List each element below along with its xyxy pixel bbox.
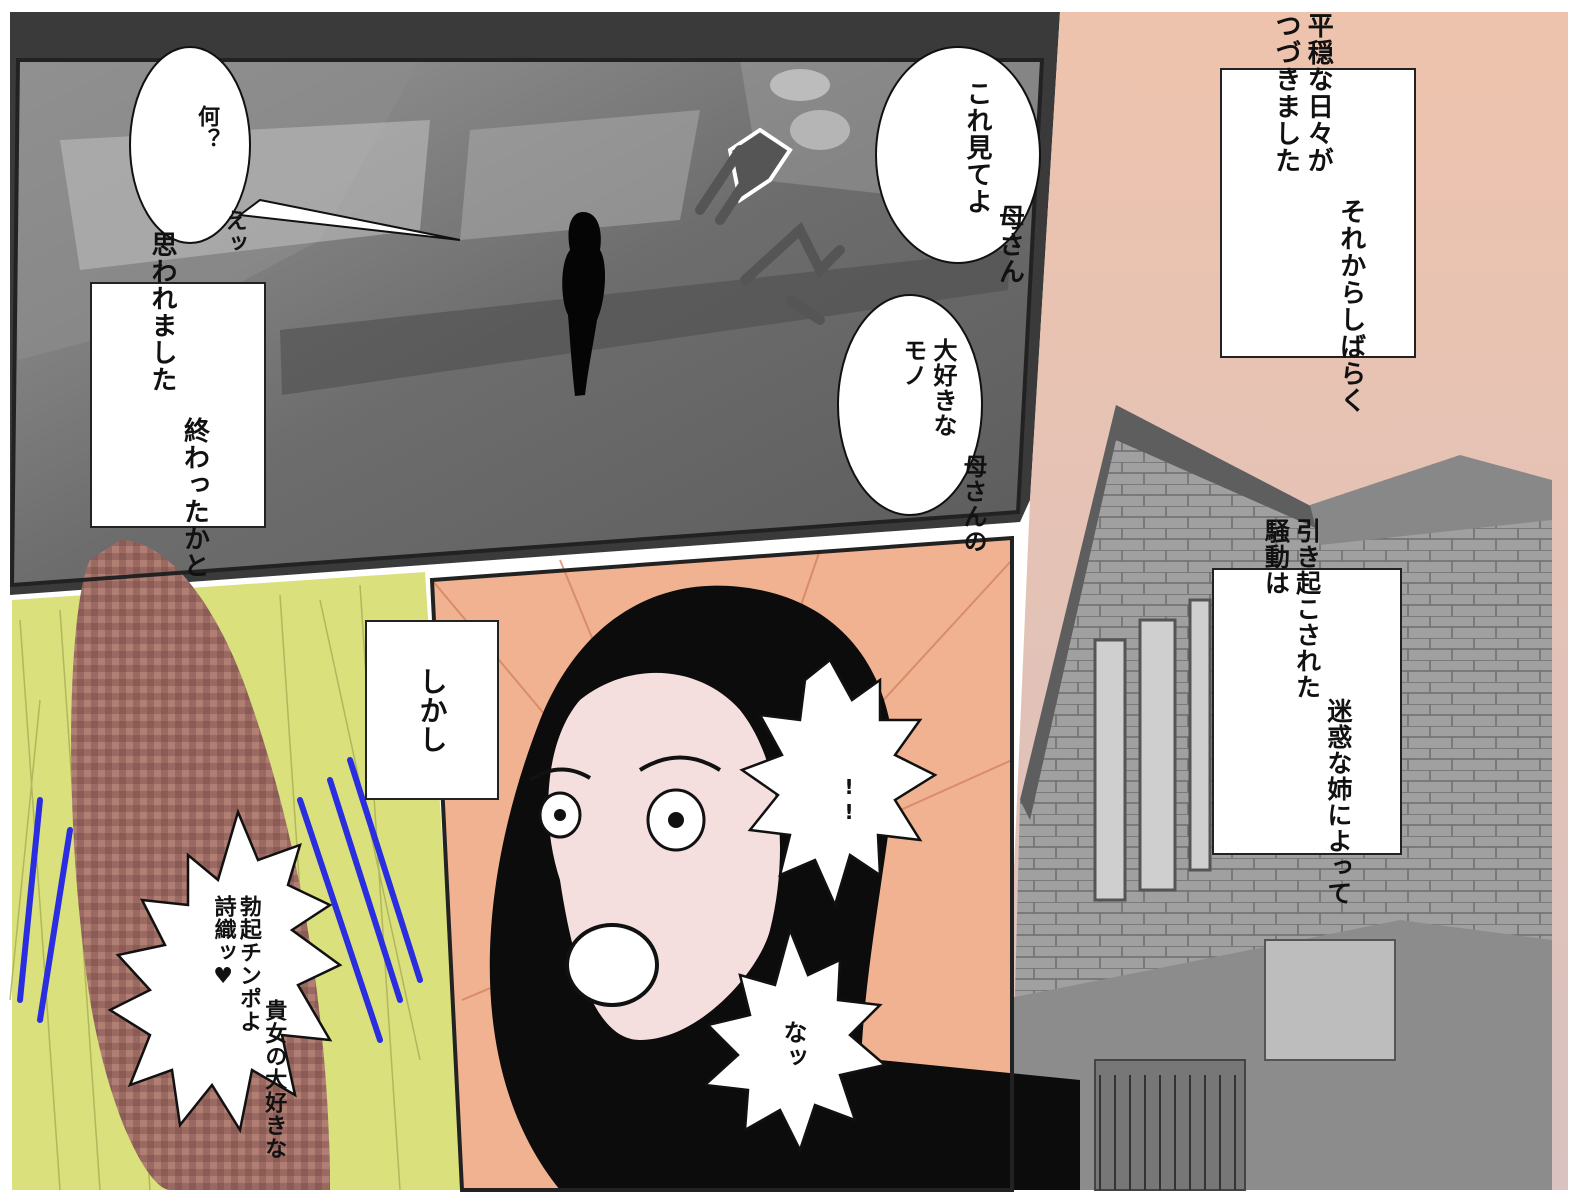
burst-na	[702, 926, 888, 1154]
caption-text-ended: 終わったかと思われました	[113, 231, 243, 579]
figure-silhouette	[562, 212, 606, 396]
caption-text-however: しかし	[415, 666, 449, 754]
burst-line: 貴女の大好きな	[261, 999, 287, 1160]
speech-bubble-left	[129, 46, 461, 244]
speech-text-right-top: 母さんこれ見てよ	[928, 80, 1058, 285]
caption-line: 騒動は	[1261, 517, 1291, 596]
burst-line: 詩織ッ♥	[210, 895, 236, 990]
speech-line: これ見てよ	[962, 80, 992, 215]
speech-line: 何？	[194, 105, 219, 151]
caption-box-however: しかし	[365, 620, 499, 800]
speech-line: 母さん	[994, 204, 1025, 285]
burst-text-na: なッ	[779, 1020, 807, 1070]
caption-line: 終わったかと	[179, 417, 210, 579]
burst-exclaim	[739, 658, 938, 909]
caption-line: 引き起こされた	[1292, 517, 1322, 700]
burst-text-reveal: 貴女の大好きな勃起チンポよ詩織ッ♥	[185, 895, 311, 1160]
caption-line: それからしばらく	[1335, 198, 1366, 414]
caption-box-peaceful: それからしばらく平穏な日々がつづきました	[1220, 12, 1416, 414]
caption-text-peaceful: それからしばらく平穏な日々がつづきました	[1237, 12, 1400, 414]
caption-box-trouble: 迷惑な姉によって引き起こされた騒動は	[1212, 518, 1402, 906]
burst-text-exclaim: !!	[837, 775, 861, 825]
speech-line: 母さんの	[959, 454, 987, 554]
burst-line: 勃起チンポよ	[235, 895, 261, 1033]
speech-text-right-bottom: 母さんの大好きなモノ	[868, 338, 1018, 554]
speech-line: 大好きな	[929, 338, 957, 438]
burst-reveal	[107, 808, 343, 1134]
speech-text-left: えッ 何？	[165, 105, 275, 255]
caption-line: つづきました	[1270, 12, 1301, 174]
speech-bubble-right-bottom	[837, 294, 983, 516]
speech-line: モノ	[899, 338, 927, 388]
caption-line: 迷惑な姉によって	[1323, 697, 1353, 906]
speech-bubble-right-top	[875, 46, 1041, 264]
caption-text-trouble: 迷惑な姉によって引き起こされた騒動は	[1229, 518, 1385, 906]
speech-line: えッ	[221, 209, 247, 255]
caption-line: 思われました	[147, 231, 177, 393]
caption-box-ended: 終わったかと思われました	[90, 231, 266, 579]
caption-line: 平穏な日々が	[1303, 12, 1334, 174]
sfx-gasa	[695, 127, 845, 325]
